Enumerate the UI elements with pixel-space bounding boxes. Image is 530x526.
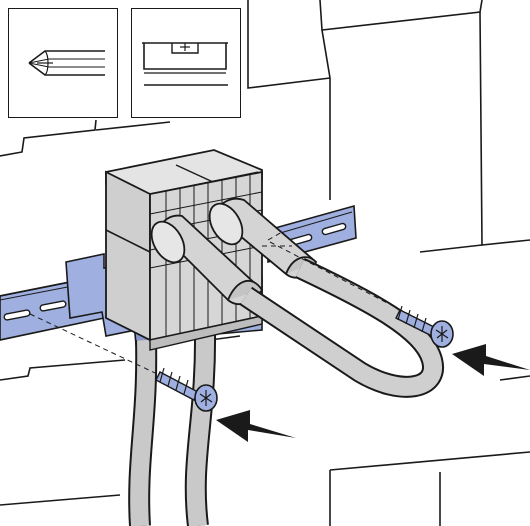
arrow-right-screw	[452, 344, 530, 376]
screw-left	[155, 367, 218, 412]
screwdriver-panel	[8, 8, 118, 118]
spirit-level-icon	[142, 42, 228, 86]
sleeve-tube-left	[150, 214, 264, 305]
screw-right	[395, 305, 454, 348]
flexible-hose-loop	[239, 258, 444, 398]
phillips-screwdriver-icon	[28, 50, 105, 76]
flexible-hose-down	[128, 331, 217, 526]
sleeve-tube-right	[208, 197, 318, 279]
guide-lines	[29, 231, 421, 381]
spirit-level-panel	[131, 8, 241, 118]
arrow-left-screw	[216, 410, 296, 442]
